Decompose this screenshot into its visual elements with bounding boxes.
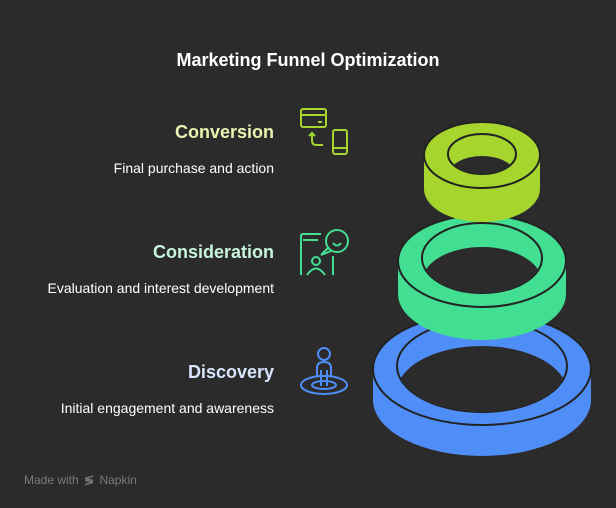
diagram-title: Marketing Funnel Optimization bbox=[176, 50, 440, 70]
stage-desc-conversion: Final purchase and action bbox=[113, 160, 274, 176]
ring-consideration bbox=[397, 214, 567, 340]
footer: Made with ≶ Napkin bbox=[24, 473, 137, 487]
stage-title-conversion: Conversion bbox=[174, 122, 274, 142]
stage-title-discovery: Discovery bbox=[187, 362, 274, 382]
napkin-logo-icon: ≶ bbox=[84, 473, 95, 487]
person-chat-icon bbox=[300, 229, 349, 276]
made-with-label: Made with bbox=[24, 473, 79, 487]
stage-title-consideration: Consideration bbox=[152, 242, 274, 262]
ring-discovery bbox=[372, 312, 592, 456]
person-in-circle-icon bbox=[300, 347, 348, 395]
napkin-brand: Napkin bbox=[99, 473, 137, 487]
stage-desc-discovery: Initial engagement and awareness bbox=[60, 400, 274, 416]
card-to-phone-icon bbox=[300, 108, 348, 155]
ring-conversion bbox=[423, 121, 541, 222]
stage-desc-consideration: Evaluation and interest development bbox=[47, 280, 274, 296]
